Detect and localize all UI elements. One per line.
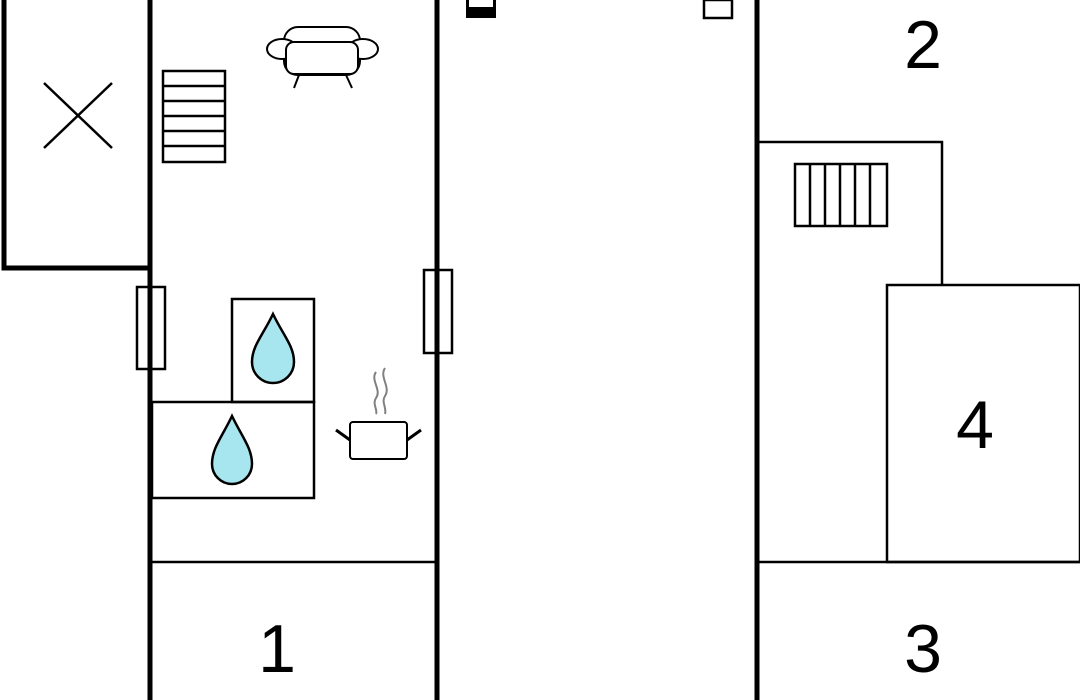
- room-number-1: 1: [258, 611, 296, 687]
- stairs-icon: [793, 162, 889, 228]
- door-top-right: [702, 0, 734, 20]
- room-number-3: 3: [904, 611, 942, 687]
- cooking-pot-icon: [335, 367, 422, 460]
- room-number-4: 4: [956, 387, 994, 463]
- stairs-icon: [161, 69, 227, 164]
- cross-icon: [43, 82, 113, 149]
- walls: [1, 0, 760, 700]
- bathroom-box: [150, 400, 316, 500]
- water-drop-icon: [250, 311, 296, 385]
- door-center: [422, 268, 454, 355]
- door-top-inner: [469, 0, 493, 7]
- sofa-icon: [266, 26, 379, 89]
- door-left: [135, 285, 167, 371]
- room-number-2: 2: [904, 7, 942, 83]
- room-stairs-wall: [757, 140, 944, 285]
- water-drop-icon: [210, 413, 254, 486]
- void-area-wall: [1, 0, 153, 271]
